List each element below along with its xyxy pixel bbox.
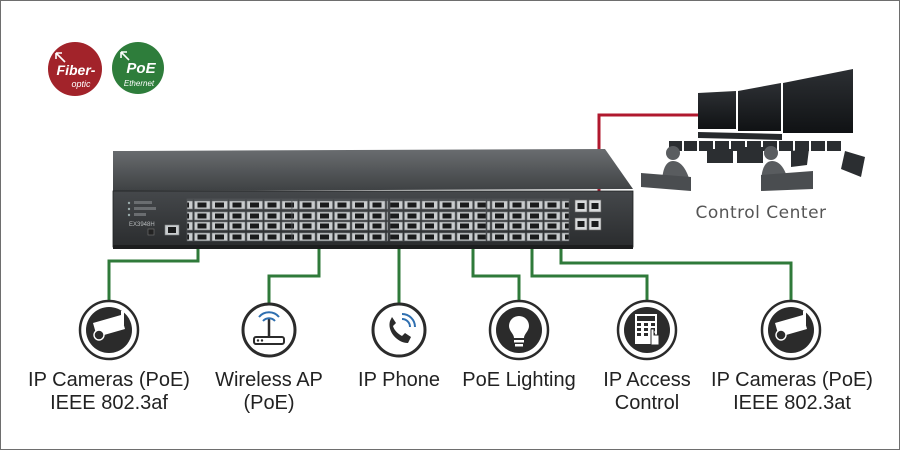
fiber-badge-line1: Fiber- — [57, 62, 96, 78]
light-bulb-icon — [488, 299, 550, 361]
device-label-line1: PoE Lighting — [462, 369, 576, 391]
network-switch: EX3948H — [112, 149, 634, 249]
device-label-line2: IEEE 802.3at — [733, 392, 851, 414]
access-keypad-icon — [616, 299, 678, 361]
device-label-line1: IP Cameras (PoE) — [28, 369, 190, 391]
device-label-camera-at: IP Cameras (PoE) IEEE 802.3at — [704, 369, 880, 415]
device-label-line1: IP Phone — [358, 369, 440, 391]
camera-at-icon — [760, 299, 822, 361]
camera-af-icon — [78, 299, 140, 361]
device-label-ip-phone: IP Phone — [341, 369, 457, 392]
device-label-poe-lighting: PoE Lighting — [453, 369, 585, 392]
switch-model-label: EX3948H — [129, 222, 155, 228]
control-center-label: Control Center — [695, 203, 827, 223]
poe-badge-line1: PoE — [126, 60, 156, 77]
device-label-access-control: IP Access Control — [585, 369, 709, 415]
sfp-ports — [574, 199, 602, 231]
link-wireless-ap — [267, 229, 321, 306]
poe-ethernet-badge: PoE Ethernet — [112, 42, 164, 94]
control-center-illustration — [641, 69, 865, 191]
device-label-wireless-ap: Wireless AP (PoE) — [201, 369, 337, 415]
fiber-badge-line2: optic — [71, 79, 91, 89]
device-label-line1: IP Access — [603, 369, 691, 391]
wireless-router-icon — [241, 302, 297, 358]
link-poe-lighting — [471, 231, 521, 306]
fiber-optic-badge: Fiber- optic — [48, 42, 102, 96]
link-access-control — [530, 229, 649, 306]
device-label-line2: Control — [614, 392, 680, 414]
device-label-line1: IP Cameras (PoE) — [711, 369, 873, 391]
device-label-line2: IEEE 802.3af — [50, 392, 168, 414]
device-label-camera-af: IP Cameras (PoE) IEEE 802.3af — [21, 369, 197, 415]
poe-badge-line2: Ethernet — [124, 79, 155, 88]
phone-icon — [371, 302, 427, 358]
device-label-line1: Wireless AP — [215, 369, 323, 391]
device-label-line2: (PoE) — [243, 392, 295, 414]
